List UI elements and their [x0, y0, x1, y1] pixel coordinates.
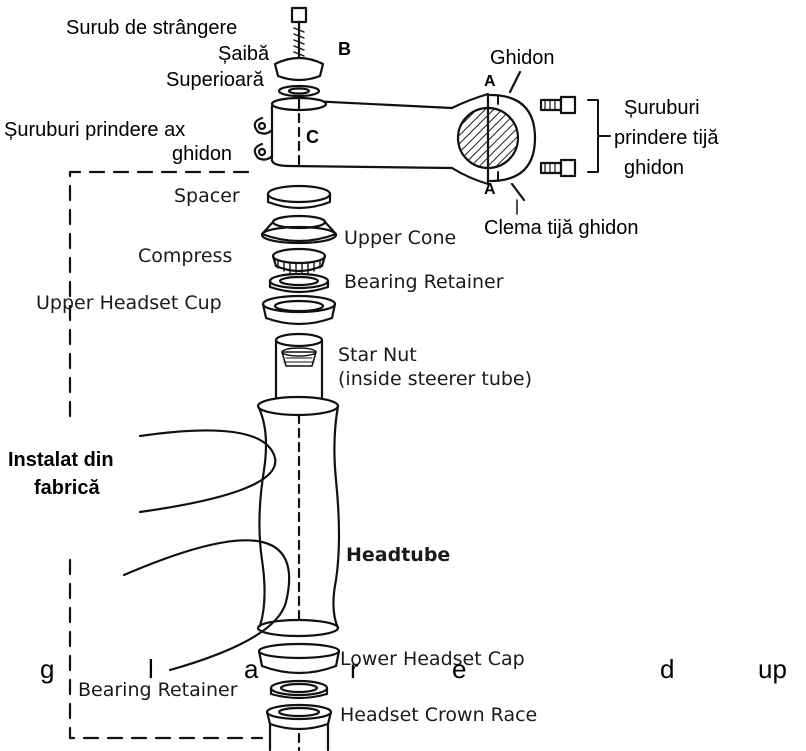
overlay-letter: l	[148, 654, 154, 684]
overlay-letter: g	[40, 654, 55, 684]
label-suruburi-tija-2: prindere tijă	[614, 127, 719, 149]
clamp-bolt-bracket	[587, 99, 611, 173]
spacer-icon	[266, 184, 332, 210]
label-superioara: Superioară	[166, 69, 264, 91]
label-lower-headset-cap: Lower Headset Cap	[340, 648, 525, 670]
overlay-letter: a	[244, 654, 259, 684]
label-ghidon: Ghidon	[490, 47, 555, 69]
label-suruburi-tija-3: ghidon	[624, 157, 685, 179]
label-letter-c: C	[306, 127, 319, 147]
clamp-bolt-top-icon	[539, 95, 577, 115]
label-star-nut-2: (inside steerer tube)	[338, 368, 533, 390]
clamp-bolt-bottom-icon	[539, 158, 577, 178]
label-upper-cone: Upper Cone	[344, 227, 457, 249]
label-headset-crown-race: Headset Crown Race	[340, 704, 538, 726]
head-tube-icon	[256, 395, 341, 638]
label-bearing-retainer-top: Bearing Retainer	[344, 271, 504, 293]
overlay-letter: up	[758, 654, 787, 684]
label-surub-strangere: Surub de strângere	[66, 17, 238, 39]
factory-bracket-lower	[68, 558, 264, 740]
stem-icon	[253, 92, 490, 186]
lower-headset-cap-icon	[257, 642, 341, 675]
crown-race-icon	[265, 703, 333, 751]
bearing-retainer-bottom-icon	[269, 679, 329, 700]
label-upper-headset-cup: Upper Headset Cup	[36, 292, 222, 314]
steerer-tube-icon	[274, 332, 324, 404]
label-headtube: Headtube	[346, 544, 451, 566]
bearing-retainer-top-icon	[268, 272, 330, 294]
factory-bracket	[68, 170, 250, 422]
overlay-letter: r	[350, 654, 359, 684]
label-bearing-retainer-bottom: Bearing Retainer	[78, 679, 238, 701]
upper-cone-icon	[260, 214, 338, 245]
label-star-nut-1: Star Nut	[338, 344, 417, 366]
handlebar-clamp-icon	[456, 70, 537, 215]
label-suruburi-ax-2: ghidon	[172, 143, 233, 165]
label-instalat-1: Instalat din	[8, 449, 114, 471]
label-suruburi-ax-1: Șuruburi prindere ax	[4, 119, 186, 141]
label-clema: Clema tijă ghidon	[484, 217, 639, 239]
label-instalat-2: fabrică	[34, 477, 100, 499]
label-letter-a-bottom: A	[484, 181, 496, 198]
label-spacer: Spacer	[174, 185, 240, 207]
label-suruburi-tija-1: Șuruburi	[624, 97, 700, 119]
label-saiba: Șaibă	[218, 43, 270, 65]
label-letter-b: B	[338, 39, 351, 59]
label-compress: Compress	[138, 245, 233, 267]
upper-headset-cup-icon	[261, 294, 337, 326]
factory-leader-bottom	[122, 539, 291, 672]
factory-leader-top	[138, 429, 277, 514]
label-letter-a-top: A	[484, 73, 496, 90]
top-washer-icon	[273, 56, 325, 98]
overlay-letter: e	[452, 654, 467, 684]
overlay-letter: d	[660, 654, 675, 684]
compress-icon	[271, 247, 327, 275]
top-bolt-icon	[290, 6, 308, 60]
